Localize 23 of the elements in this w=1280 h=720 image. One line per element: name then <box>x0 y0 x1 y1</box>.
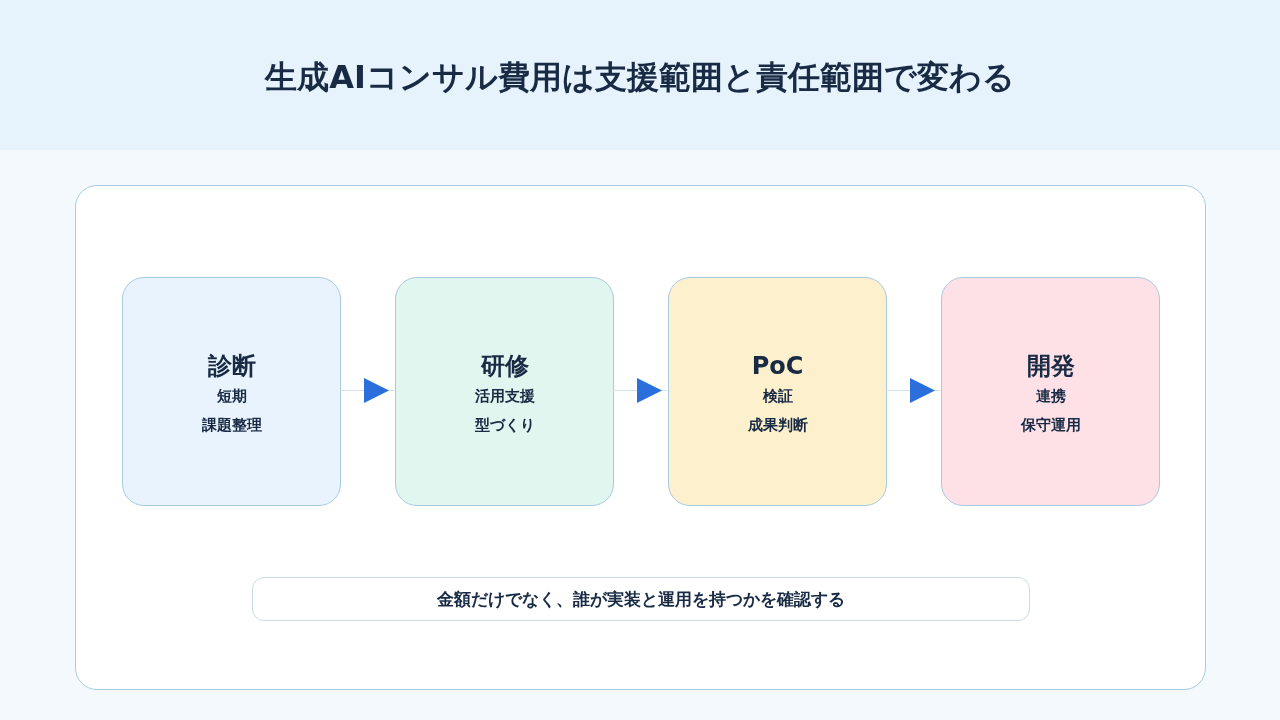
panel <box>75 185 1206 690</box>
note-text: 金額だけでなく、誰が実装と運用を持つかを確認する <box>437 587 845 611</box>
stage-title: 診断 <box>207 350 256 382</box>
stage-box <box>941 277 1160 506</box>
stage-box <box>122 277 341 506</box>
arrow <box>885 378 941 403</box>
stage-title: PoC <box>751 350 804 382</box>
stage-item: 型づくり <box>474 414 535 436</box>
stage-box <box>395 277 614 506</box>
stage-item: 保守運用 <box>1020 414 1081 436</box>
stage-title: 開発 <box>1026 350 1075 382</box>
note-box <box>252 577 1030 621</box>
stage-item: 短期 <box>216 385 247 407</box>
stage-item: 連携 <box>1035 385 1066 407</box>
arrow <box>612 378 668 403</box>
stage-box <box>668 277 887 506</box>
stage-item: 活用支援 <box>474 385 535 407</box>
arrow <box>339 378 395 403</box>
title: 生成AIコンサル費用は支援範囲と責任範囲で変わる <box>263 57 1016 98</box>
stage-item: 成果判断 <box>747 414 808 436</box>
stage-title: 研修 <box>480 350 529 382</box>
stage-item: 課題整理 <box>201 414 262 436</box>
stage-item: 検証 <box>762 385 793 407</box>
